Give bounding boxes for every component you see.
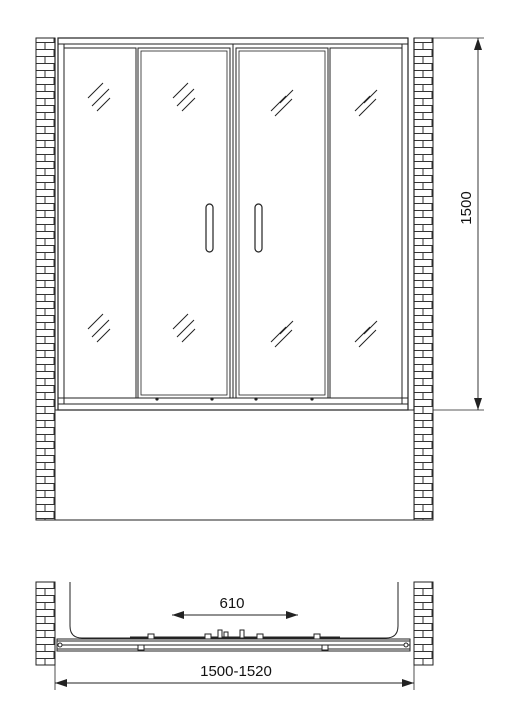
door-handle-left <box>205 203 214 253</box>
glass-panel-fixed-left <box>63 47 137 399</box>
opening-dimension-label: 610 <box>219 595 244 612</box>
plan-right-brick-wall <box>413 581 434 666</box>
glass-reflection-marks <box>87 82 378 348</box>
door-handle-right <box>254 203 263 253</box>
plan-bathtub-outline <box>69 582 399 639</box>
height-dimension-label: 1500 <box>458 191 475 224</box>
plan-fittings <box>57 629 409 651</box>
height-dimension: 1500 <box>433 37 484 411</box>
left-brick-wall <box>35 37 56 521</box>
width-dimension: 1500-1520 <box>54 652 415 690</box>
right-brick-wall <box>413 37 434 521</box>
glass-panel-sliding-right <box>235 47 329 399</box>
bathtub <box>54 409 415 521</box>
plan-view: 610 1500-1520 <box>35 581 434 690</box>
width-dimension-label: 1500-1520 <box>200 663 272 680</box>
plan-sliding-rails <box>56 636 411 652</box>
glass-panel-sliding-left <box>137 47 231 399</box>
opening-dimension: 610 <box>172 595 298 619</box>
glass-panel-fixed-right <box>329 47 403 399</box>
plan-left-brick-wall <box>35 581 56 666</box>
bottom-rollers <box>155 397 314 401</box>
front-elevation: 1500 <box>35 37 484 521</box>
